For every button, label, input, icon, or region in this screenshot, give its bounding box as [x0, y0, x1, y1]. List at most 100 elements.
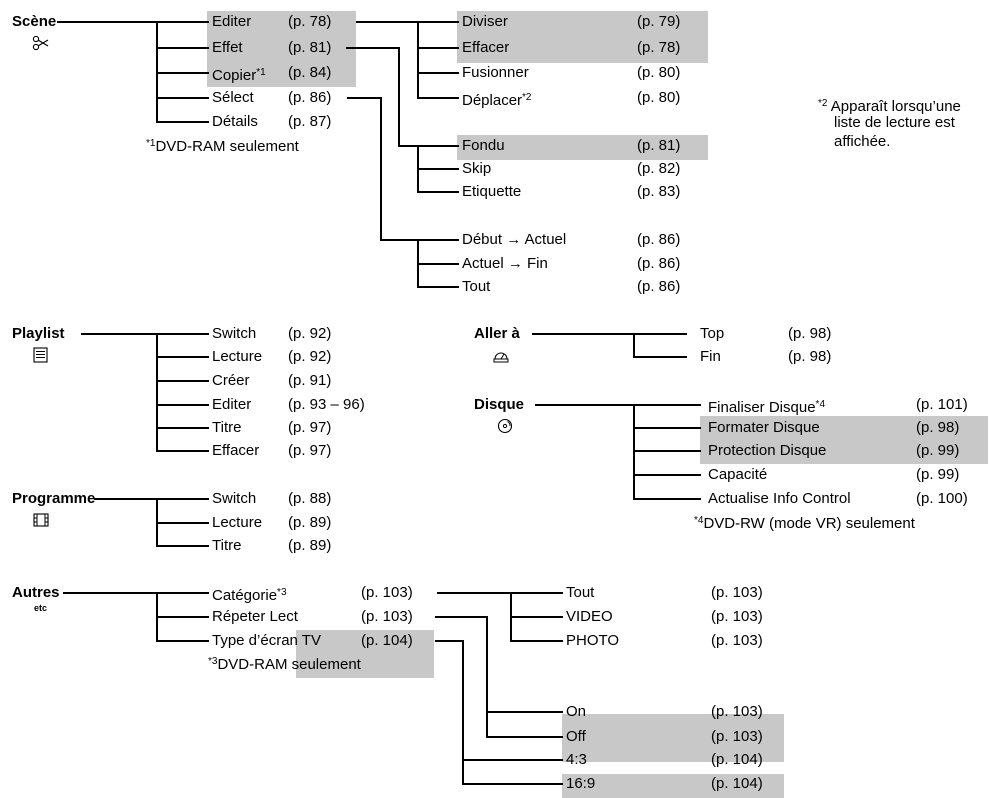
scene-item-effet: Effet	[212, 39, 243, 56]
autres-item-categorie: Catégorie*3	[212, 587, 287, 604]
editer-sub-effacer: Effacer	[462, 39, 510, 56]
scene-item-editer-page: (p. 78)	[288, 13, 332, 30]
effet-sub-fondu: Fondu	[462, 137, 505, 154]
autres-item-repeter: Répeter Lect	[212, 608, 298, 625]
playlist-item-lecture: Lecture	[212, 348, 263, 365]
categorie-sub-video: VIDEO	[566, 608, 613, 625]
repeter-sub-off: Off	[566, 728, 586, 745]
select-sub-tout: Tout	[462, 278, 491, 295]
categorie-sub-tout: Tout	[566, 584, 595, 601]
disque-footnote: *4DVD-RW (mode VR) seulement	[694, 515, 915, 532]
goto-jump-icon	[493, 352, 509, 363]
categorie-sub-video-page: (p. 103)	[711, 608, 763, 625]
autres-item-repeter-page: (p. 103)	[361, 608, 413, 625]
categorie-sub-photo: PHOTO	[566, 632, 620, 649]
highlight-scene-editer-copier	[207, 11, 356, 87]
disc-icon	[497, 418, 513, 434]
effet-sub-etiquette-page: (p. 83)	[637, 183, 681, 200]
select-sub-actuel-fin-page: (p. 86)	[637, 255, 681, 272]
highlight-fondu	[457, 135, 708, 160]
scene-item-copier-page: (p. 84)	[288, 64, 332, 81]
disque-item-formater: Formater Disque	[708, 419, 820, 436]
group-title-playlist: Playlist	[12, 325, 65, 342]
select-sub-actuel-fin: Actuel → Fin	[462, 255, 548, 272]
group-title-aller: Aller à	[474, 325, 520, 342]
disque-item-capacite-page: (p. 99)	[916, 466, 960, 483]
playlist-item-creer-page: (p. 91)	[288, 372, 332, 389]
editer-sub-fusionner: Fusionner	[462, 64, 529, 81]
disque-item-formater-page: (p. 98)	[916, 419, 960, 436]
highlight-repeter-ecran	[296, 630, 434, 678]
scene-item-select-page: (p. 86)	[288, 89, 332, 106]
playlist-item-editer-page: (p. 93 – 96)	[288, 396, 365, 413]
playlist-item-titre: Titre	[212, 419, 242, 436]
categorie-sub-tout-page: (p. 103)	[711, 584, 763, 601]
scene-footnote: *1DVD-RAM seulement	[146, 138, 299, 155]
effet-sub-skip: Skip	[462, 160, 492, 177]
programme-item-switch-page: (p. 88)	[288, 490, 332, 507]
ecran-sub-43-page: (p. 104)	[711, 751, 763, 768]
disque-item-protection-page: (p. 99)	[916, 442, 960, 459]
programme-item-lecture: Lecture	[212, 514, 263, 531]
select-sub-debut-actuel-page: (p. 86)	[637, 231, 681, 248]
repeter-sub-on: On	[566, 703, 587, 720]
scene-item-details: Détails	[212, 113, 258, 130]
disque-item-finaliser-page: (p. 101)	[916, 396, 968, 413]
autres-item-ecran: Type d’écran TV	[212, 632, 321, 649]
ecran-sub-169-page: (p. 104)	[711, 775, 763, 792]
disque-item-actualise-page: (p. 100)	[916, 490, 968, 507]
highlight-43-169	[562, 774, 784, 798]
repeter-sub-off-page: (p. 103)	[711, 728, 763, 745]
editer-sub-diviser: Diviser	[462, 13, 508, 30]
scene-item-effet-page: (p. 81)	[288, 39, 332, 56]
autres-item-categorie-page: (p. 103)	[361, 584, 413, 601]
aller-item-fin-page: (p. 98)	[788, 348, 832, 365]
programme-item-switch: Switch	[212, 490, 257, 507]
playlist-item-switch: Switch	[212, 325, 257, 342]
editer-sub-fusionner-page: (p. 80)	[637, 64, 681, 81]
playlist-item-creer: Créer	[212, 372, 250, 389]
disque-item-finaliser: Finaliser Disque*4	[708, 399, 825, 416]
playlist-item-switch-page: (p. 92)	[288, 325, 332, 342]
select-sub-debut-actuel: Début → Actuel	[462, 231, 567, 248]
disque-item-protection: Protection Disque	[708, 442, 827, 459]
disque-item-actualise: Actualise Info Control	[708, 490, 851, 507]
effet-sub-fondu-page: (p. 81)	[637, 137, 681, 154]
playlist-item-effacer: Effacer	[212, 442, 260, 459]
scene-item-select: Sélect	[212, 89, 254, 106]
side-note-2-line3: affichée.	[834, 133, 891, 150]
ecran-sub-169: 16:9	[566, 775, 596, 792]
scene-item-editer: Editer	[212, 13, 252, 30]
side-note-2-line2: liste de lecture est	[834, 114, 955, 131]
editer-sub-effacer-page: (p. 78)	[637, 39, 681, 56]
aller-item-top-page: (p. 98)	[788, 325, 832, 342]
programme-item-lecture-page: (p. 89)	[288, 514, 332, 531]
playlist-item-titre-page: (p. 97)	[288, 419, 332, 436]
aller-item-top: Top	[700, 325, 725, 342]
ecran-sub-43: 4:3	[566, 751, 587, 768]
group-title-scene: Scène	[12, 13, 57, 30]
side-note-2: *2 Apparaît lorsqu’une	[818, 98, 961, 115]
repeter-sub-on-page: (p. 103)	[711, 703, 763, 720]
categorie-sub-photo-page: (p. 103)	[711, 632, 763, 649]
scene-scissors-icon	[32, 35, 49, 51]
editer-sub-deplacer-page: (p. 80)	[637, 89, 681, 106]
autres-item-ecran-page: (p. 104)	[361, 632, 413, 649]
highlight-finaliser-formater	[700, 416, 988, 464]
autres-etc-icon: etc	[34, 603, 48, 613]
programme-item-titre-page: (p. 89)	[288, 537, 332, 554]
group-title-programme: Programme	[12, 490, 96, 507]
scene-item-copier: Copier*1	[212, 67, 266, 84]
highlight-diviser-effacer	[457, 11, 708, 63]
playlist-item-lecture-page: (p. 92)	[288, 348, 332, 365]
group-title-disque: Disque	[474, 396, 525, 413]
playlist-item-editer: Editer	[212, 396, 252, 413]
scene-item-details-page: (p. 87)	[288, 113, 332, 130]
disque-item-capacite: Capacité	[708, 466, 768, 483]
select-sub-tout-page: (p. 86)	[637, 278, 681, 295]
programme-item-titre: Titre	[212, 537, 242, 554]
highlight-on-off	[562, 714, 784, 762]
programme-film-icon	[33, 513, 49, 527]
